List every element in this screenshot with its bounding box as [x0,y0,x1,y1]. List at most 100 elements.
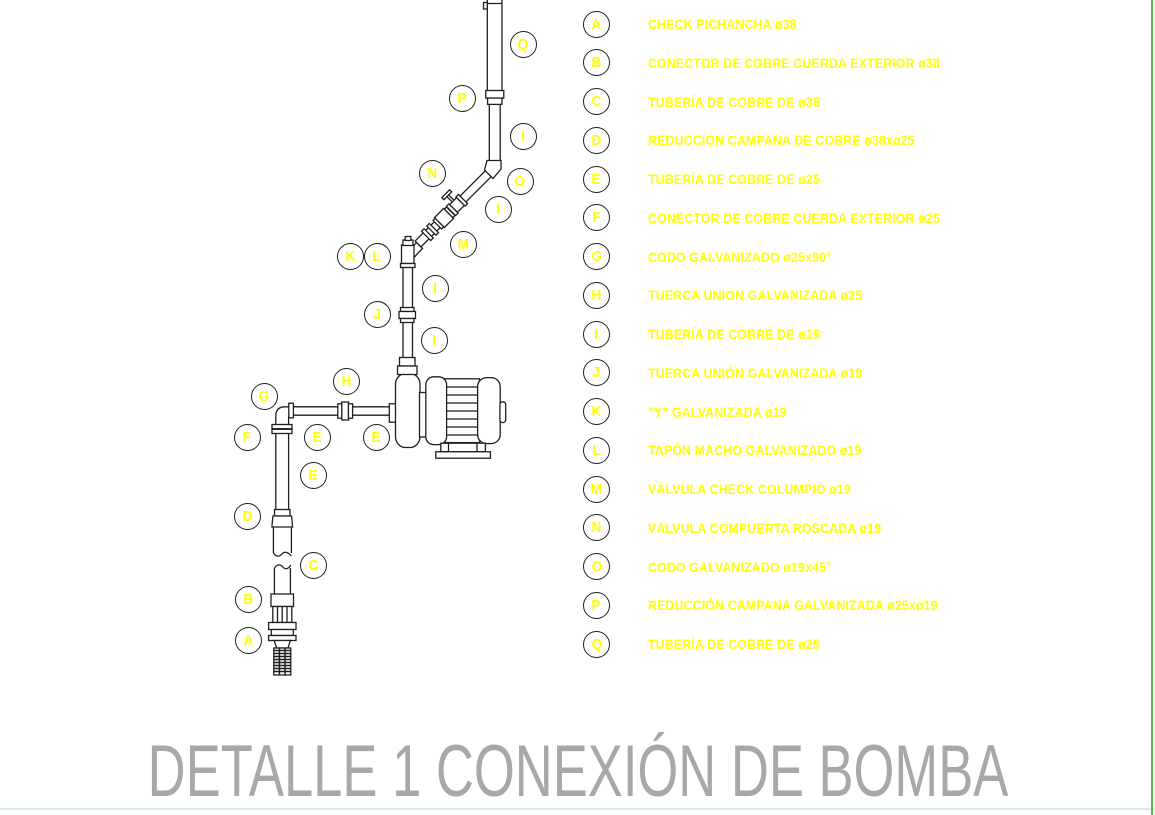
connector-f [271,423,293,435]
legend-balloon-letter: G [591,248,602,265]
legend-label: TUBERÍA DE COBRE DE ø19 [648,326,820,342]
legend-item-f: F CONECTOR DE COBRE CUERDA EXTERIOR ø25 [0,204,1155,232]
legend-balloon: M [583,475,610,503]
balloon-f: F [233,423,261,451]
legend-label: "Y" GALVANIZADA ø19 [648,403,787,420]
balloon-letter: I [496,200,500,218]
drawing-title: DETALLE 1 CONEXIÓN DE BOMBA [147,731,1009,812]
balloon-i: I [421,274,449,302]
balloon-letter: Q [517,35,529,53]
balloon-l: L [363,242,391,270]
union-j [398,306,417,324]
balloon-letter: A [243,631,253,649]
legend-balloon-letter: M [590,480,603,498]
balloon-letter: H [341,372,351,390]
legend-item-l: L TAPÓN MACHO GALVANIZADO ø19 [0,436,1155,464]
legend-balloon-letter: N [591,519,602,537]
check-valve-m [432,206,456,230]
foot-valve-a [267,605,297,676]
reducer-p [485,89,505,106]
legend-balloon-letter: Q [591,635,602,653]
balloon-letter: P [457,89,467,107]
balloon-letter: F [242,428,252,446]
legend-item-q: Q TUBERÍA DE COBRE DE ø25 [0,630,1155,658]
legend-balloon: Q [583,630,610,658]
balloon-d: D [233,502,261,530]
legend-balloon-letter: D [591,131,602,149]
legend-balloon-letter: A [591,15,602,33]
legend-balloon: K [583,398,610,425]
legend-label: CONECTOR DE COBRE CUERDA EXTERIOR ø38 [648,54,940,71]
balloon-letter: E [308,466,318,484]
legend-balloon-letter: H [591,286,602,304]
legend-item-i: I TUBERÍA DE COBRE DE ø19 [0,320,1155,348]
legend-item-d: D REDUCCIÓN CAMPANA DE COBRE ø38xø25 [0,126,1155,154]
balloon-b: B [234,585,262,613]
balloon-j: J [363,300,391,328]
discharge-pipe-i [402,267,414,359]
legend-balloon: O [583,553,610,580]
balloon-letter: D [242,507,252,525]
legend-label: TUBERÍA DE COBRE DE ø38 [648,93,820,110]
legend-balloon-letter: B [591,54,602,72]
balloon-i: I [484,195,512,223]
union-h [337,401,354,421]
legend-balloon: H [583,281,610,309]
right-border-line [1151,0,1153,815]
balloon-letter: I [521,127,525,145]
legend-balloon: P [583,591,610,619]
balloon-h: H [332,367,360,395]
balloon-i: I [420,326,448,354]
legend-label: CODO GALVANIZADO ø25x90° [648,248,832,265]
balloon-letter: I [432,331,436,349]
legend-label: CODO GALVANIZADO ø19x45° [648,558,832,575]
legend-label: TAPÓN MACHO GALVANIZADO ø19 [648,442,862,459]
legend-balloon: G [583,243,610,270]
balloon-e: E [303,423,331,451]
balloon-e: E [299,461,327,489]
legend-balloon: E [583,165,610,193]
discharge-riser-q [482,0,503,91]
legend-item-h: H TUERCA UNIÓN GALVANIZADA ø25 [0,281,1155,309]
legend-balloon-letter: L [592,441,601,459]
legend-label: VÁLVULA CHECK COLUMPIO ø19 [648,481,852,497]
legend-balloon: D [583,126,610,154]
legend-balloon: A [583,10,610,38]
balloon-letter: B [243,590,253,608]
riser-pipe-i [488,104,501,161]
legend-balloon-letter: C [591,93,602,110]
balloon-letter: I [433,279,437,297]
legend-label: CONECTOR DE COBRE CUERDA EXTERIOR ø25 [648,209,940,226]
legend-balloon-letter: P [591,596,601,614]
legend-label: TUERCA UNIÓN GALVANIZADA ø19 [648,364,863,381]
balloon-q: Q [509,30,537,58]
legend-item-k: K "Y" GALVANIZADA ø19 [0,398,1155,425]
balloon-m: M [449,230,477,258]
y-fitting-k [399,244,416,269]
legend-item-o: O CODO GALVANIZADO ø19x45° [0,553,1155,580]
legend-balloon-letter: J [592,364,601,382]
gate-valve-n [440,188,469,217]
legend-balloon-letter: K [591,403,602,420]
balloon-g: G [250,382,278,410]
legend-item-a: A CHECK PICHANCHA ø38 [0,10,1155,38]
bottom-rule [0,808,1155,810]
legend-label: REDUCCIÓN CAMPANA GALVANIZADA ø25xø19 [648,597,938,614]
legend-item-p: P REDUCCIÓN CAMPANA GALVANIZADA ø25xø19 [0,591,1155,619]
legend-item-n: N VÁLVULA COMPUERTA ROSCADA ø19 [0,514,1155,542]
balloon-e: E [362,423,390,451]
legend-label: TUBERÍA DE COBRE DE ø25 [648,636,820,652]
balloon-letter: E [312,428,322,446]
balloon-c: C [299,551,327,579]
balloon-letter: O [514,172,526,190]
legend-item-j: J TUERCA UNIÓN GALVANIZADA ø19 [0,359,1155,387]
balloon-letter: C [308,556,318,574]
balloon-a: A [234,626,262,654]
balloon-o: O [506,167,534,195]
vertical-pipe-e [275,434,290,510]
balloon-k: K [336,242,364,270]
suction-pipe-c [272,527,293,594]
legend-balloon: I [583,320,610,348]
elbow-o [483,159,502,180]
